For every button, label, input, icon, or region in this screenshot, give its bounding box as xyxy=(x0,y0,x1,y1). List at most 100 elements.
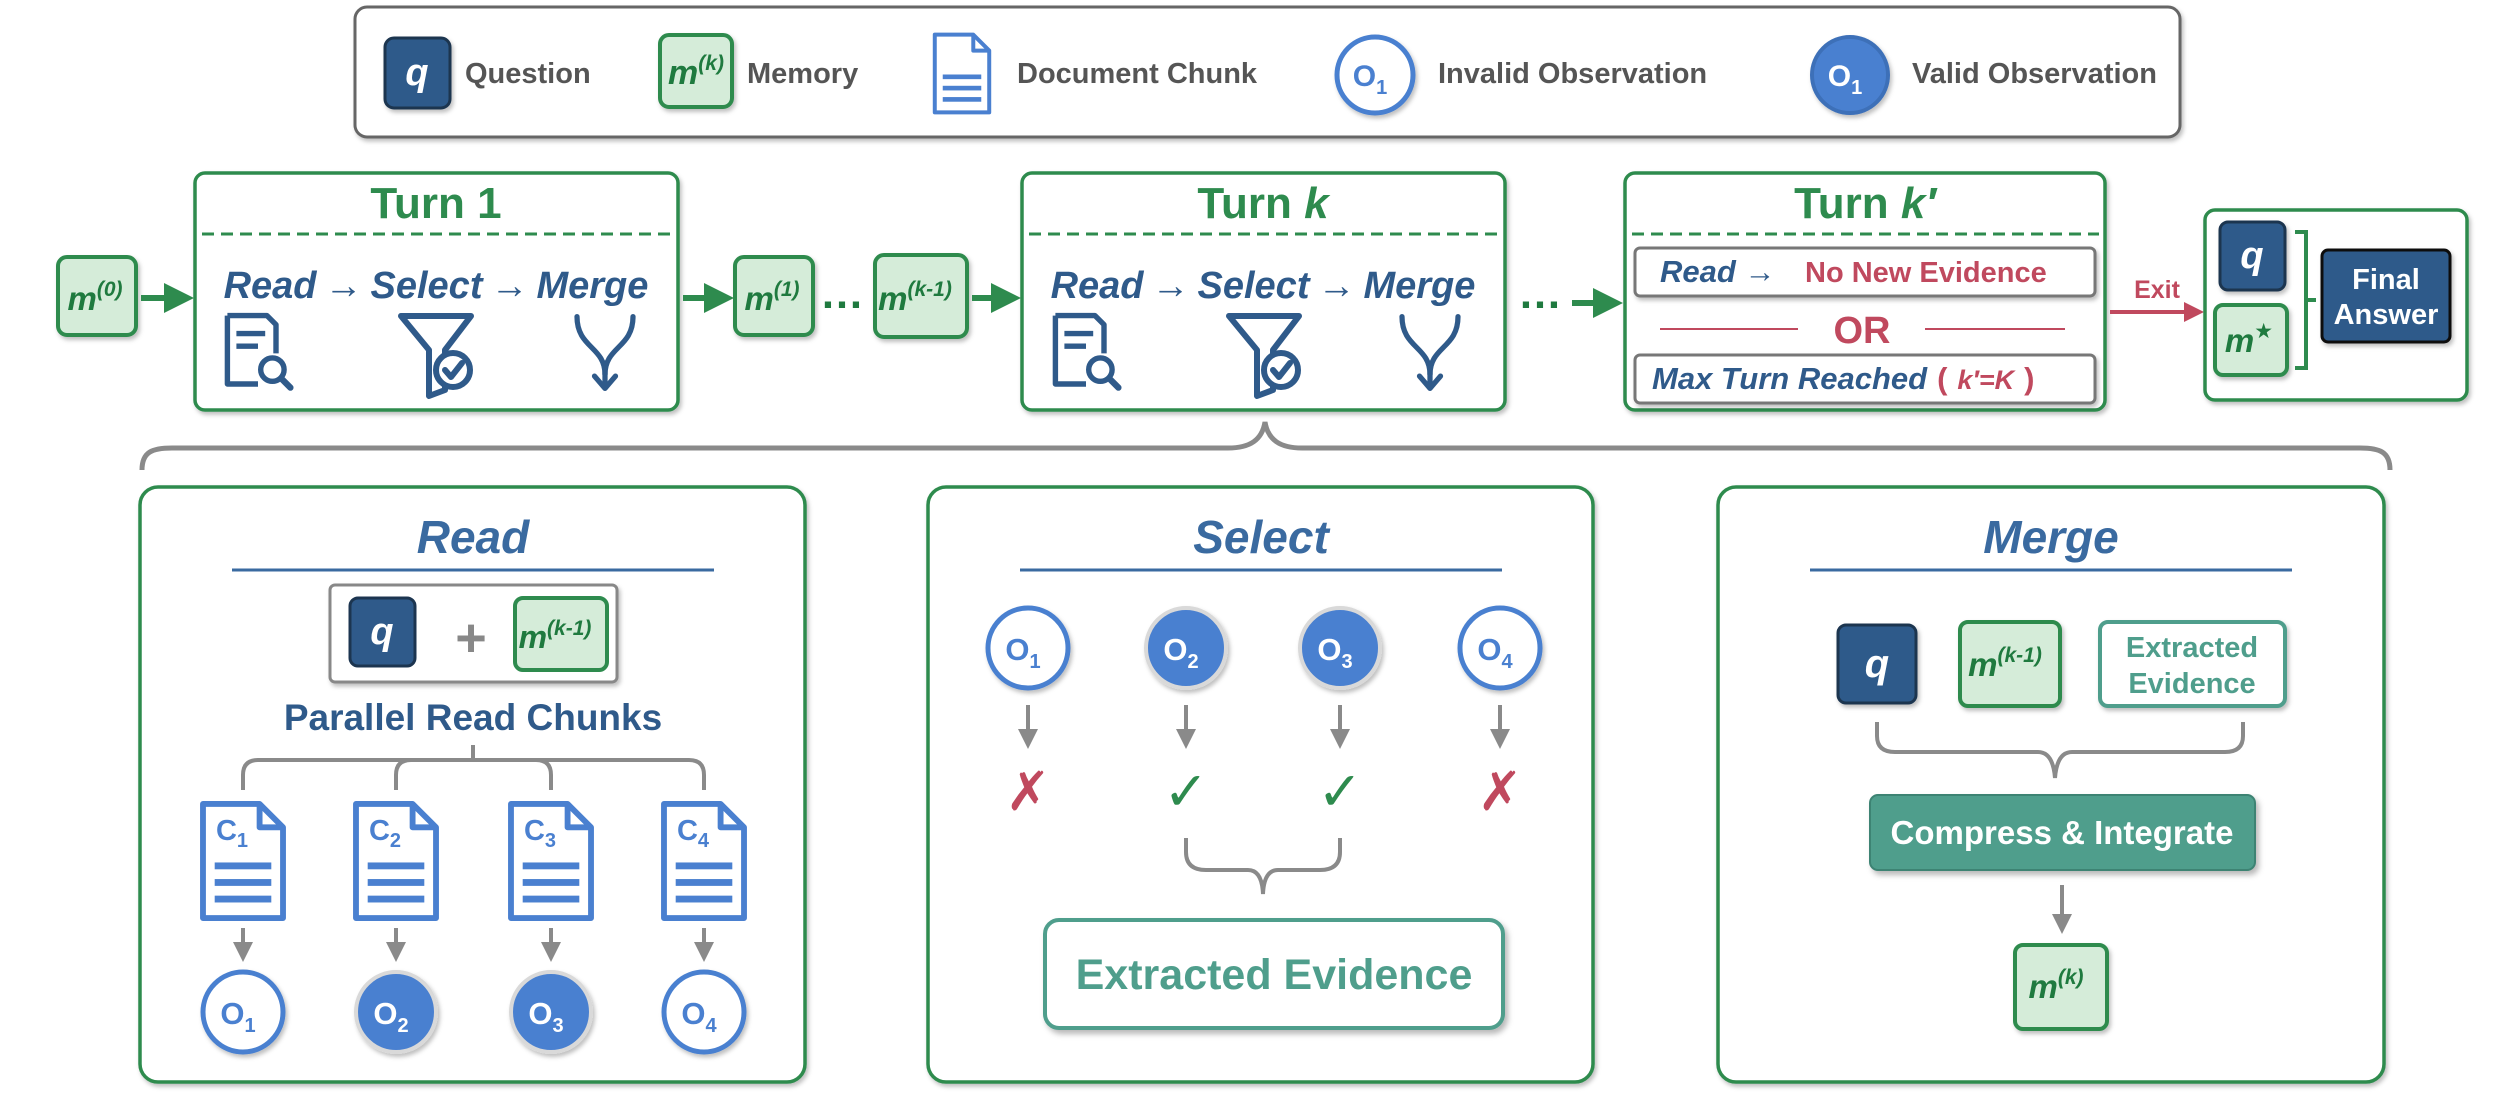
chunk-1-label: C1 xyxy=(216,815,248,852)
select-observation-1-label: O1 xyxy=(1005,632,1040,673)
legend-valid-symbol: O1 xyxy=(1828,60,1862,99)
memory-m0-label: m(0) xyxy=(67,278,122,317)
final-bracket xyxy=(2295,230,2316,370)
read-observation-4-label: O4 xyxy=(681,996,717,1037)
memory-m1-label: m(1) xyxy=(744,278,799,317)
final-answer-box xyxy=(2320,248,2452,344)
legend: q Question m(k) Memory Document Chunk O1… xyxy=(353,5,2182,139)
chunk-3: C3 xyxy=(511,804,591,918)
legend-question-label: Question xyxy=(465,58,591,90)
turn-flow: m(0) Turn 1 Read→Select→Merge m(1) … m(k… xyxy=(56,171,2469,412)
legend-memory-box xyxy=(658,33,734,109)
select-observation-2-valid xyxy=(1144,606,1228,690)
read-panel: Read q + m(k-1) Parallel Read Chunks C1 … xyxy=(138,485,807,1084)
accept-mark-2: ✓ xyxy=(1163,762,1208,822)
read-observation-4-invalid xyxy=(661,969,747,1055)
read-observation-3-label: O3 xyxy=(528,996,563,1037)
select-observations: O1 O2 O3 O4 xyxy=(985,605,1543,691)
merge-question-box xyxy=(1836,623,1918,705)
legend-invalid-label: Invalid Observation xyxy=(1438,58,1707,90)
legend-invalid-symbol: O1 xyxy=(1353,60,1387,99)
legend-valid-observation-icon xyxy=(1810,35,1890,115)
merge-output-memory-label: m(k) xyxy=(2028,966,2083,1005)
legend-chunk-label: Document Chunk xyxy=(1017,58,1258,90)
read-observation-2-valid xyxy=(354,970,438,1054)
final-question-box xyxy=(2218,220,2287,292)
merge-panel: Merge q m(k-1) Extracted Evidence Compre… xyxy=(1716,485,2386,1084)
legend-memory-label: Memory xyxy=(747,58,858,90)
max-turn-label: Max Turn Reached(k′=K) xyxy=(1652,361,2035,396)
chunk-4-label: C4 xyxy=(677,815,710,852)
select-panel-title: Select xyxy=(1193,511,1330,563)
no-new-evidence-row xyxy=(1633,246,2097,298)
legend-question-box xyxy=(383,36,452,110)
ellipsis-1: … xyxy=(820,269,864,318)
merge-question-symbol: q xyxy=(1865,642,1889,686)
or-label: OR xyxy=(1834,310,1891,352)
exit-label: Exit xyxy=(2134,276,2181,304)
final-memory-box xyxy=(2213,303,2289,377)
turn-k-prime-box: Turn k′ Read → No New Evidence OR Max Tu… xyxy=(1623,171,2107,412)
read-memory-box xyxy=(513,596,609,672)
legend-memory-symbol: m(k) xyxy=(668,52,724,92)
legend-invalid-observation-icon xyxy=(1334,34,1416,116)
select-observation-4-invalid xyxy=(1457,605,1543,691)
final-output-box: q m★ Final Answer xyxy=(2203,208,2469,402)
turn-k-prime-title: Turn k′ xyxy=(1794,179,1938,228)
select-observation-3-label: O3 xyxy=(1317,632,1352,673)
final-answer-line2: Answer xyxy=(2334,299,2439,331)
memory-mk-1-label: m(k-1) xyxy=(878,278,952,317)
accept-mark-3: ✓ xyxy=(1317,762,1362,822)
compress-integrate-box xyxy=(1869,794,2256,871)
select-observation-3-valid xyxy=(1298,606,1382,690)
read-question-symbol: q xyxy=(370,611,393,653)
select-observation-2-label: O2 xyxy=(1163,632,1198,673)
extracted-evidence-box xyxy=(1043,918,1505,1030)
read-question-box xyxy=(348,596,417,668)
final-question-symbol: q xyxy=(2240,235,2263,277)
turn-k-steps: Read→Select→Merge xyxy=(1051,265,1476,307)
read-plus: + xyxy=(455,608,487,668)
memory-mk-1-box xyxy=(873,253,969,339)
merge-panel-title: Merge xyxy=(1983,511,2118,563)
chunk-2-label: C2 xyxy=(369,815,401,852)
turn-1-box: Turn 1 Read→Select→Merge xyxy=(193,171,680,412)
no-new-evidence-label: No New Evidence xyxy=(1805,257,2047,289)
memory-m0-box xyxy=(56,255,138,337)
expansion-brace xyxy=(139,421,2393,471)
select-observation-1-invalid xyxy=(985,605,1071,691)
memory-m1-box xyxy=(733,255,815,337)
read-subtitle: Parallel Read Chunks xyxy=(284,697,662,738)
reject-mark-4: ✗ xyxy=(1477,762,1522,822)
read-chunks: C1 C2 C3 C4 xyxy=(203,804,744,918)
ellipsis-2: … xyxy=(1518,269,1562,318)
read-panel-title: Read xyxy=(417,511,530,563)
chunk-2: C2 xyxy=(356,804,436,918)
merge-evidence-line2: Evidence xyxy=(2128,668,2255,700)
read-observation-1-label: O1 xyxy=(220,996,255,1037)
read-observations: O1 O2 O3 O4 xyxy=(200,969,747,1055)
read-memory-label: m(k-1) xyxy=(519,617,592,655)
compress-integrate-label: Compress & Integrate xyxy=(1891,814,2234,851)
merge-output-memory-box xyxy=(2013,943,2109,1031)
turn-k-box: Turn k Read→Select→Merge xyxy=(1020,171,1507,412)
turn-k-title: Turn k xyxy=(1197,179,1331,228)
merge-memory-label: m(k-1) xyxy=(1968,644,2042,683)
chunk-1: C1 xyxy=(203,804,283,918)
select-panel: Select O1 O2 O3 O4 ✗ ✓ ✓ ✗ Extracted Evi… xyxy=(926,485,1595,1084)
merge-memory-box xyxy=(1958,620,2062,708)
extracted-evidence-label: Extracted Evidence xyxy=(1076,951,1473,999)
no-new-evidence-read: Read → xyxy=(1660,254,1775,289)
final-memory-label: m★ xyxy=(2225,320,2273,359)
merge-inputs-brace xyxy=(1875,722,2245,779)
final-answer-line1: Final xyxy=(2352,264,2420,296)
merge-evidence-line1: Extracted xyxy=(2126,632,2258,664)
max-turn-row xyxy=(1633,353,2097,405)
legend-valid-label: Valid Observation xyxy=(1912,58,2157,90)
legend-document-chunk-icon xyxy=(932,32,992,115)
read-observation-2-label: O2 xyxy=(373,996,408,1037)
turn-1-steps: Read→Select→Merge xyxy=(224,265,649,307)
read-observation-1-invalid xyxy=(200,969,286,1055)
turn-1-title: Turn 1 xyxy=(370,179,501,228)
